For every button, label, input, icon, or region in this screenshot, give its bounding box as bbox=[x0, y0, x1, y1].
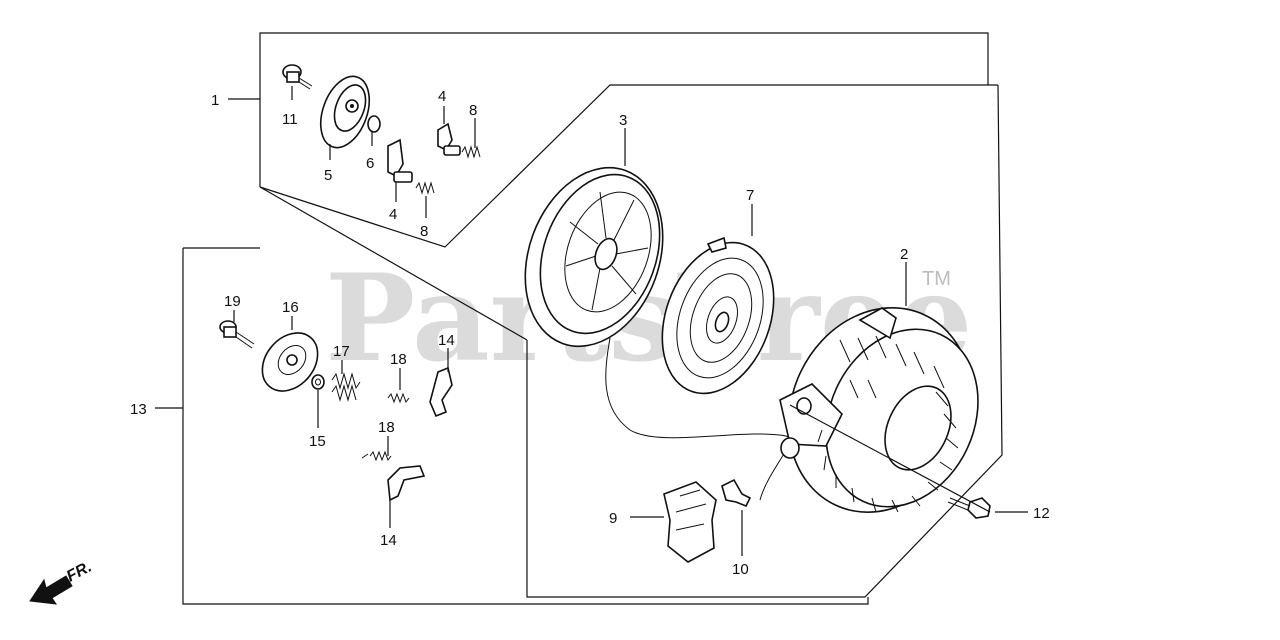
pawl-14-top bbox=[429, 366, 453, 418]
pawl-14-bottom bbox=[387, 465, 426, 502]
starter-case-2 bbox=[779, 307, 979, 513]
spring-18-top bbox=[387, 392, 410, 404]
callouts: 1 11 5 6 4 8 4 8 3 7 2 9 10 12 13 19 16 … bbox=[130, 88, 1050, 578]
pawl-4-bottom bbox=[387, 138, 413, 183]
callout-15: 15 bbox=[309, 433, 326, 450]
callout-3: 3 bbox=[619, 112, 627, 129]
callout-12: 12 bbox=[1033, 505, 1050, 522]
callout-16: 16 bbox=[282, 299, 299, 316]
washer-6 bbox=[367, 115, 381, 133]
callout-1: 1 bbox=[211, 92, 219, 109]
group-box-13 bbox=[182, 186, 869, 605]
callout-5: 5 bbox=[324, 167, 332, 184]
callout-6: 6 bbox=[366, 155, 374, 172]
leader-lines bbox=[155, 86, 1028, 556]
bolt-11 bbox=[282, 64, 313, 90]
callout-9: 9 bbox=[609, 510, 617, 527]
direction-arrow-icon bbox=[29, 575, 73, 605]
callout-8-top: 8 bbox=[469, 102, 477, 119]
spring-17 bbox=[331, 372, 361, 402]
spring-8-bottom bbox=[415, 181, 435, 195]
spring-8-top bbox=[461, 145, 481, 159]
callout-19: 19 bbox=[224, 293, 241, 310]
spiral-spring-7 bbox=[661, 236, 775, 395]
callout-11: 11 bbox=[282, 111, 298, 128]
spring-18-bottom bbox=[361, 450, 392, 462]
callout-4-top: 4 bbox=[438, 88, 446, 105]
group-box-1 bbox=[259, 32, 998, 248]
callout-7: 7 bbox=[746, 187, 754, 204]
callout-18-top: 18 bbox=[390, 351, 407, 368]
callout-2: 2 bbox=[900, 246, 908, 263]
callout-14-top: 14 bbox=[438, 332, 455, 349]
clip-10 bbox=[721, 478, 752, 508]
trademark-mark: TM bbox=[922, 268, 951, 290]
washer-15 bbox=[311, 374, 325, 390]
reel-3 bbox=[524, 166, 664, 348]
callout-4-bottom: 4 bbox=[389, 206, 397, 223]
ratchet-16 bbox=[261, 332, 319, 392]
callout-17: 17 bbox=[333, 343, 350, 360]
pawl-4-top bbox=[437, 122, 461, 156]
ratchet-5 bbox=[319, 75, 371, 149]
callout-14-bottom: 14 bbox=[380, 532, 397, 549]
group-box-main bbox=[526, 84, 1003, 598]
callout-13: 13 bbox=[130, 401, 147, 418]
callout-8-bottom: 8 bbox=[420, 223, 428, 240]
callout-10: 10 bbox=[732, 561, 749, 578]
callout-18-bottom: 18 bbox=[378, 419, 395, 436]
grip-9 bbox=[663, 481, 717, 563]
front-direction-indicator: FR. bbox=[29, 558, 95, 605]
bolt-19 bbox=[219, 320, 255, 349]
